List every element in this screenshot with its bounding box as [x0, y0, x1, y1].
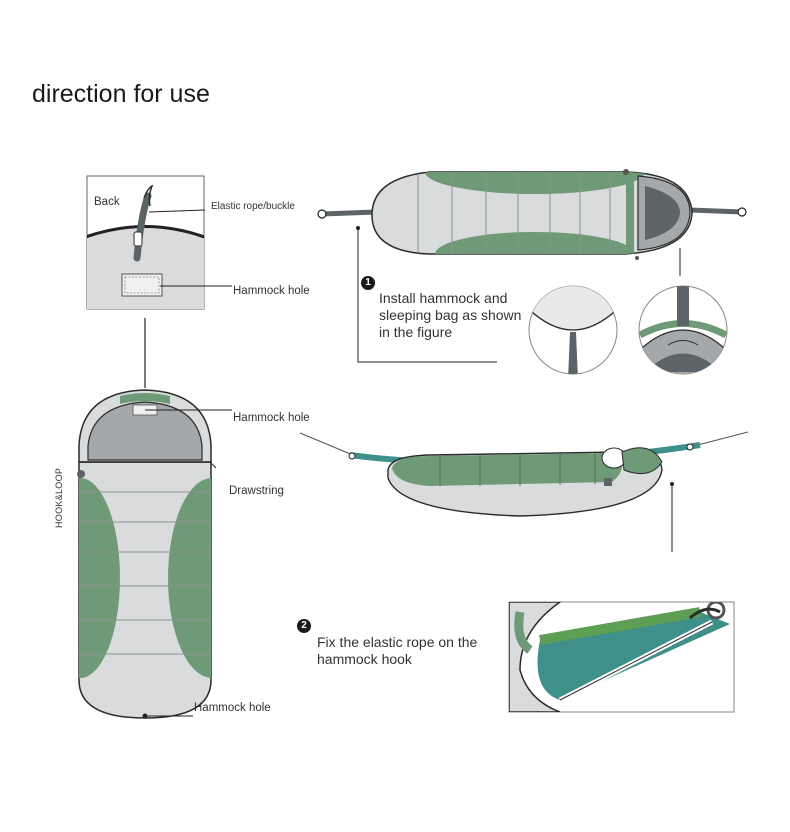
hook-loop-label: HOOK&LOOP: [54, 467, 64, 528]
back-label: Back: [94, 196, 120, 208]
hammock-hole-label-back: Hammock hole: [233, 285, 310, 297]
elastic-rope-label: Elastic rope/buckle: [211, 201, 295, 212]
front-view-bag: [77, 389, 232, 719]
step-2-text: Fix the elastic rope on the hammock hook: [317, 634, 477, 668]
detail-circle-1: [528, 285, 618, 375]
step2-detail-box: [508, 601, 735, 713]
top-view-bag: [317, 169, 747, 260]
step-1-badge: 1: [361, 276, 375, 290]
detail-circle-2: [638, 285, 728, 375]
drawstring-label: Drawstring: [229, 485, 284, 497]
back-detail-box: [86, 175, 232, 310]
step-1-line: in the figure: [379, 324, 453, 340]
step-1-text: Install hammock and sleeping bag as show…: [379, 290, 521, 341]
page-title: direction for use: [32, 80, 210, 108]
hammock-hole-label-top: Hammock hole: [233, 412, 310, 424]
hammock-hole-label-bottom: Hammock hole: [194, 702, 271, 714]
step-1-line: Install hammock and: [379, 290, 508, 306]
step-2-badge: 2: [297, 619, 311, 633]
step-2-line: hammock hook: [317, 651, 412, 667]
hammock-with-bag: [299, 431, 749, 552]
step-2-line: Fix the elastic rope on the: [317, 634, 478, 650]
step-1-line: sleeping bag as shown: [379, 307, 522, 323]
